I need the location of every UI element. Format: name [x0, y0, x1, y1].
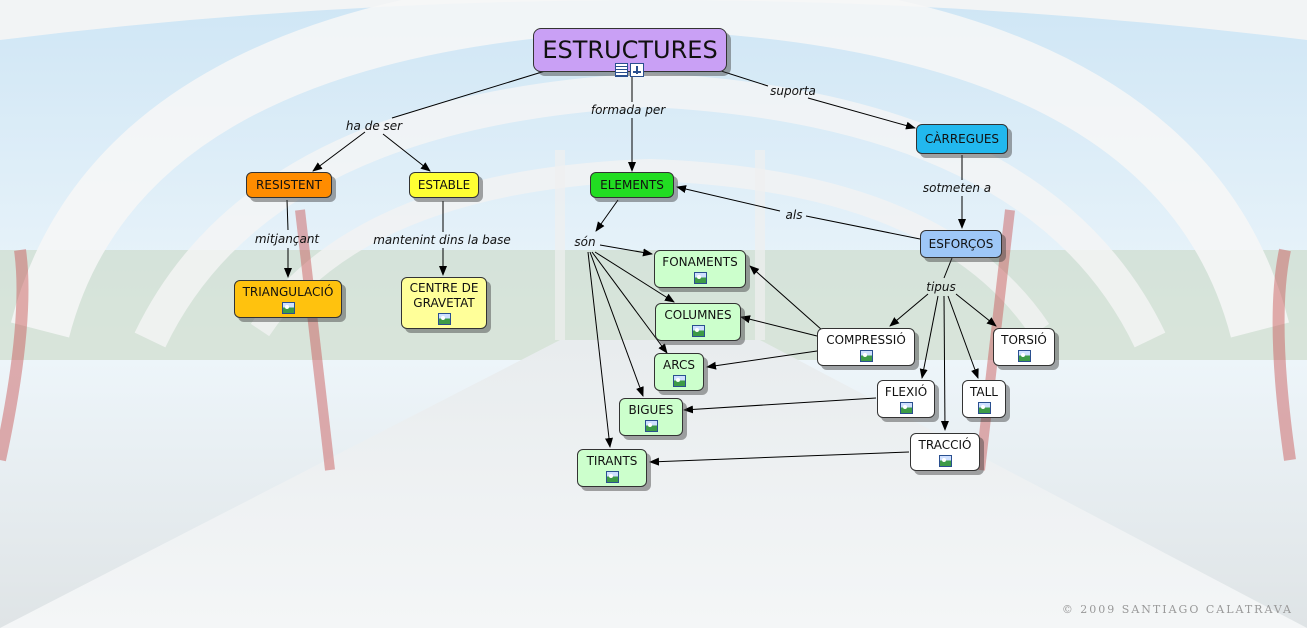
connector	[805, 215, 921, 240]
image-icon[interactable]	[899, 401, 913, 414]
connector	[286, 199, 289, 231]
concept-tall[interactable]: TALL	[962, 380, 1006, 418]
link-son: són	[574, 235, 596, 249]
photo-credit: © 2009 SANTIAGO CALATRAVA	[1061, 603, 1293, 616]
link-suporta: suporta	[770, 84, 816, 98]
connector	[587, 251, 613, 448]
link-ha-de-ser: ha de ser	[345, 119, 403, 133]
connector	[599, 244, 653, 257]
connector	[947, 295, 979, 379]
connector	[312, 131, 366, 172]
connector	[683, 397, 877, 414]
image-icon[interactable]	[1017, 349, 1031, 362]
concept-triangulacio[interactable]: TRIANGULACIÓ	[234, 280, 342, 318]
image-icon[interactable]	[605, 470, 619, 483]
image-icon[interactable]	[859, 349, 873, 362]
connector	[594, 251, 675, 303]
connector	[919, 295, 939, 379]
connector	[955, 293, 997, 327]
connector	[940, 295, 949, 431]
concept-bigues[interactable]: BIGUES	[619, 398, 683, 436]
image-icon[interactable]	[938, 454, 952, 467]
image-icon[interactable]	[281, 301, 295, 314]
concept-columnes[interactable]: COLUMNES	[655, 303, 741, 341]
concept-estructures[interactable]: ESTRUCTURES	[533, 28, 727, 77]
image-icon[interactable]	[691, 324, 705, 337]
connector	[595, 199, 619, 232]
image-icon[interactable]	[977, 401, 991, 414]
concept-esforcos[interactable]: ESFORÇOS	[920, 230, 1002, 258]
concept-compressio[interactable]: COMPRESSIÓ	[817, 328, 915, 366]
connector	[807, 97, 916, 130]
link-sotmeten-a: sotmeten a	[922, 181, 992, 195]
concept-elements[interactable]: ELEMENTS	[590, 172, 674, 198]
connector	[717, 69, 769, 87]
concept-estable[interactable]: ESTABLE	[409, 172, 479, 198]
link-mitjancant: mitjançant	[254, 232, 320, 246]
link-als: als	[785, 208, 803, 222]
document-icon[interactable]	[615, 63, 628, 77]
connector	[382, 133, 431, 172]
concept-carregues[interactable]: CÀRREGUES	[916, 124, 1008, 154]
concept-centre-gravetat[interactable]: CENTRE DE GRAVETAT	[401, 277, 487, 329]
connector	[391, 67, 556, 119]
concept-map-icon[interactable]	[630, 63, 644, 77]
concept-estructures-label: ESTRUCTURES	[542, 36, 718, 64]
concept-fonaments[interactable]: FONAMENTS	[654, 250, 746, 288]
connector	[749, 265, 823, 331]
concept-flexio[interactable]: FLEXIÓ	[877, 380, 935, 418]
connector	[889, 293, 929, 327]
concept-torsio[interactable]: TORSIÓ	[993, 328, 1055, 366]
concept-arcs[interactable]: ARCS	[654, 353, 704, 391]
link-tipus: tipus	[926, 280, 956, 294]
concept-tirants[interactable]: TIRANTS	[577, 449, 647, 487]
connector	[706, 350, 818, 370]
image-icon[interactable]	[437, 313, 451, 325]
image-icon[interactable]	[693, 271, 707, 284]
connector	[649, 451, 910, 466]
connector	[591, 251, 668, 354]
connector	[943, 257, 953, 279]
link-mantenint: mantenint dins la base	[373, 233, 511, 247]
image-icon[interactable]	[672, 374, 686, 387]
connector	[589, 251, 644, 397]
connector	[740, 315, 818, 337]
link-formada-per: formada per	[590, 103, 666, 117]
connector	[676, 185, 781, 212]
image-icon[interactable]	[644, 419, 658, 432]
concept-traccio[interactable]: TRACCIÓ	[910, 433, 980, 471]
concept-resistent[interactable]: RESISTENT	[246, 172, 332, 198]
